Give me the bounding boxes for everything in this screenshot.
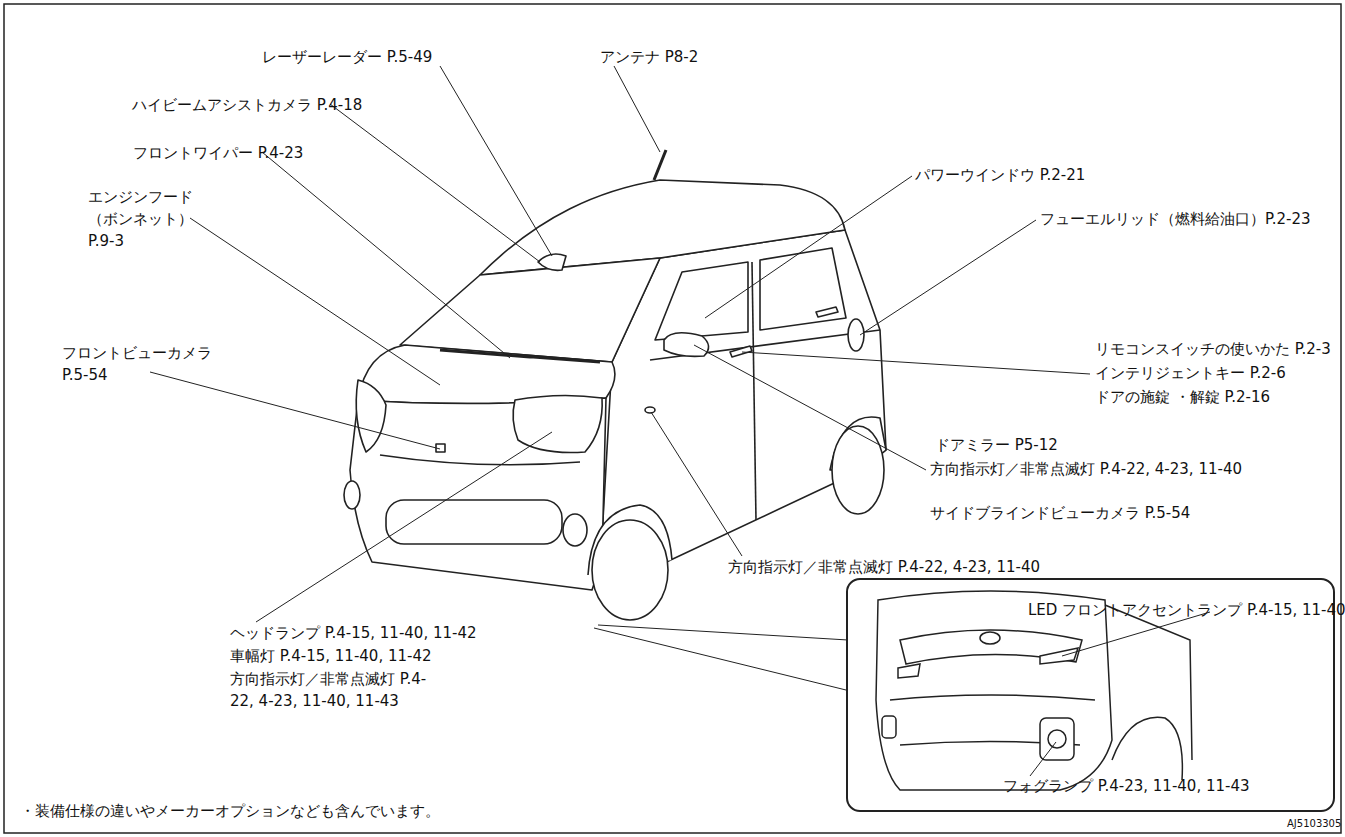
car-body — [344, 180, 886, 620]
part-label: パワーウインドウ P.2-21 — [915, 164, 1085, 186]
part-label: 方向指示灯／非常点滅灯 P.4-22, 4-23, 11-40, 11-43 — [230, 668, 435, 712]
part-label: エンジンフード （ボンネット）P.9-3 — [88, 186, 200, 252]
part-label: LED フロントアクセントランプ P.4-15, 11-40 — [1028, 600, 1345, 620]
part-label: ドアの施錠 ・解錠 P.2-16 — [1095, 386, 1270, 408]
part-label: フューエルリッド（燃料給油口）P.2-23 — [1040, 208, 1311, 230]
part-label: 車幅灯 P.4-15, 11-40, 11-42 — [230, 645, 432, 667]
part-label: 方向指示灯／非常点滅灯 P.4-22, 4-23, 11-40 — [728, 556, 1040, 578]
part-label: ヘッドランプ P.4-15, 11-40, 11-42 — [230, 622, 477, 644]
part-label: フォグランプ P.4-23, 11-40, 11-43 — [1003, 776, 1250, 796]
part-label: ハイビームアシストカメラ P.4-18 — [132, 94, 362, 116]
note-text: ・装備仕様の違いやメーカーオプションなども含んでいます。 — [20, 800, 440, 822]
leader-lines — [150, 66, 1210, 776]
inset-bumper — [876, 591, 1192, 790]
part-label: フロントワイパー P.4-23 — [133, 142, 303, 164]
part-label: リモコンスイッチの使いかた P.2-3 — [1095, 338, 1331, 360]
inset-box: LED フロントアクセントランプ P.4-15, 11-40フォグランプ P.4… — [846, 578, 1335, 812]
part-label: レーザーレーダー P.5-49 — [262, 46, 432, 68]
part-label: サイドブラインドビューカメラ P.5-54 — [930, 502, 1190, 524]
figure-code: AJ5103305 — [1287, 818, 1341, 830]
part-label: 方向指示灯／非常点滅灯 P.4-22, 4-23, 11-40 — [930, 458, 1332, 480]
part-label: インテリジェントキー P.2-6 — [1095, 362, 1286, 384]
figure-frame — [4, 4, 1341, 833]
part-label: アンテナ P8-2 — [600, 46, 698, 68]
part-label: フロントビューカメラ P.5-54 — [62, 342, 232, 386]
antenna-rod — [654, 150, 666, 180]
part-label: ドアミラー P5-12 — [935, 434, 1058, 456]
